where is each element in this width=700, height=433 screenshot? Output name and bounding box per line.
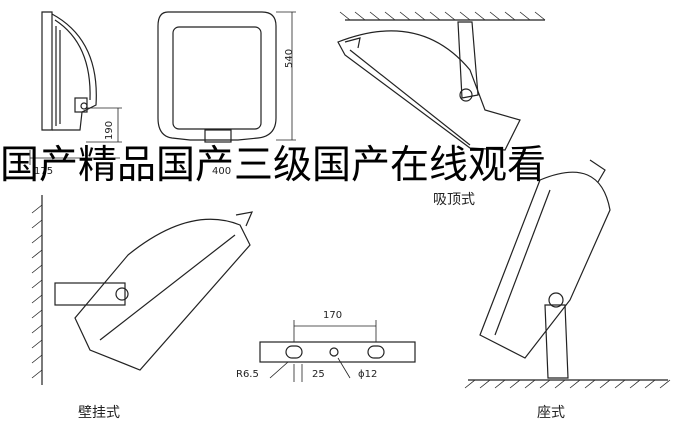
bracket-length-label: 170 (323, 310, 343, 321)
hole-diameter-label: ϕ12 (358, 369, 378, 380)
height-dimension-label: 540 (284, 48, 295, 68)
ceiling-mount-caption: 吸顶式 (433, 192, 475, 208)
side-view (29, 11, 122, 165)
width-dimension-label: 400 (212, 166, 232, 177)
wall-mount-view (31, 195, 253, 385)
front-view (157, 11, 296, 143)
bracket-detail (259, 320, 416, 382)
hole-pitch-label: 25 (312, 369, 325, 380)
slot-radius-label: R6.5 (236, 369, 259, 380)
floor-mount-caption: 座式 (537, 405, 565, 421)
floor-mount-view (464, 159, 671, 389)
wall-mount-caption: 壁挂式 (78, 405, 120, 421)
ceiling-mount-view (337, 11, 546, 151)
depth-dimension-175-label: 175 (34, 166, 54, 177)
overlay-banner-text: 国产精品国产三级国产在线观看 (0, 143, 547, 188)
